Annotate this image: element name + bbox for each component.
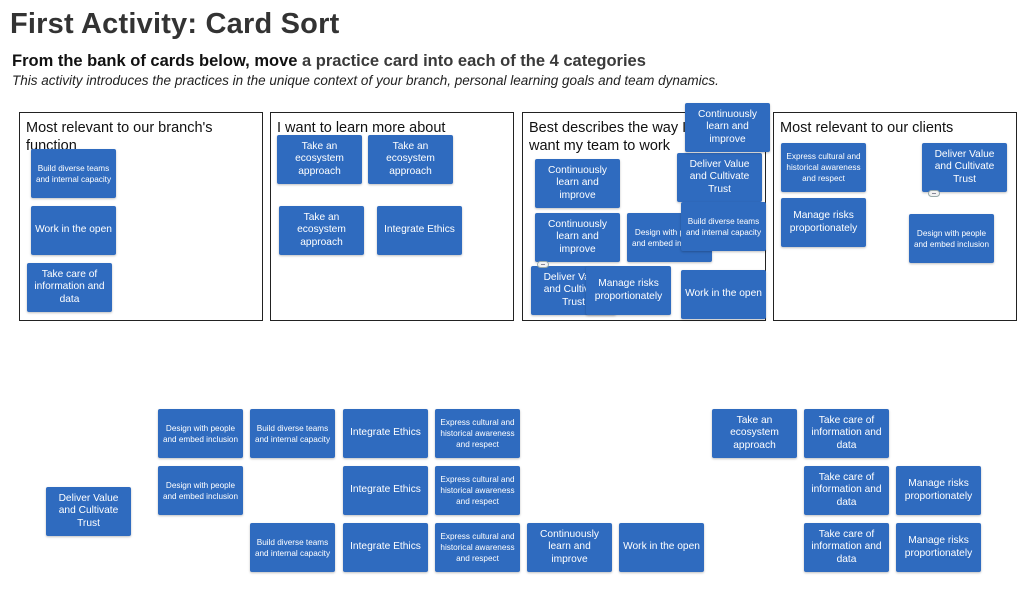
category-title: I want to learn more about <box>277 120 446 136</box>
bank-card[interactable]: Take care of information and data <box>804 523 889 572</box>
practice-card[interactable]: Integrate Ethics <box>377 206 462 255</box>
practice-card[interactable]: Continuously learn and improve <box>535 213 620 262</box>
bank-card[interactable]: Take care of information and data <box>804 409 889 458</box>
practice-card[interactable]: Work in the open <box>31 206 116 255</box>
category-title: Most relevant to our clients <box>780 120 954 136</box>
practice-card[interactable]: Work in the open <box>681 270 766 319</box>
bank-card[interactable]: Take an ecosystem approach <box>712 409 797 458</box>
instructions-lead: From the bank of cards below, move <box>12 52 303 70</box>
bank-card[interactable]: Manage risks proportionately <box>896 466 981 515</box>
drag-handle-icon[interactable] <box>537 261 549 268</box>
bank-card[interactable]: Express cultural and historical awarenes… <box>435 466 520 515</box>
practice-card[interactable]: Deliver Value and Cultivate Trust <box>922 143 1007 192</box>
bank-card[interactable]: Work in the open <box>619 523 704 572</box>
drag-handle-icon[interactable] <box>928 190 940 197</box>
practice-card[interactable]: Design with people and embed inclusion <box>909 214 994 263</box>
bank-card[interactable]: Take care of information and data <box>804 466 889 515</box>
practice-card[interactable]: Take an ecosystem approach <box>277 135 362 184</box>
practice-card[interactable]: Take care of information and data <box>27 263 112 312</box>
category-title: Best describes the way I want my team to… <box>529 120 687 154</box>
bank-card[interactable]: Integrate Ethics <box>343 466 428 515</box>
practice-card[interactable]: Deliver Value and Cultivate Trust <box>677 153 762 202</box>
practice-card[interactable]: Take an ecosystem approach <box>279 206 364 255</box>
instructions: From the bank of cards below, move a pra… <box>12 52 646 71</box>
practice-card[interactable]: Build diverse teams and internal capacit… <box>681 202 766 251</box>
practice-card[interactable]: Manage risks proportionately <box>586 266 671 315</box>
bank-card[interactable]: Continuously learn and improve <box>527 523 612 572</box>
bank-card[interactable]: Deliver Value and Cultivate Trust <box>46 487 131 536</box>
practice-card[interactable]: Express cultural and historical awarenes… <box>781 143 866 192</box>
page-title: First Activity: Card Sort <box>10 8 340 40</box>
practice-card[interactable]: Manage risks proportionately <box>781 198 866 247</box>
bank-card[interactable]: Design with people and embed inclusion <box>158 466 243 515</box>
bank-card[interactable]: Integrate Ethics <box>343 523 428 572</box>
practice-card[interactable]: Continuously learn and improve <box>685 103 770 152</box>
practice-card[interactable]: Take an ecosystem approach <box>368 135 453 184</box>
bank-card[interactable]: Integrate Ethics <box>343 409 428 458</box>
practice-card[interactable]: Continuously learn and improve <box>535 159 620 208</box>
bank-card[interactable]: Manage risks proportionately <box>896 523 981 572</box>
practice-card[interactable]: Build diverse teams and internal capacit… <box>31 149 116 198</box>
instructions-highlight: a practice card into each of the 4 categ… <box>302 52 646 70</box>
activity-description: This activity introduces the practices i… <box>12 73 719 88</box>
bank-card[interactable]: Build diverse teams and internal capacit… <box>250 523 335 572</box>
bank-card[interactable]: Design with people and embed inclusion <box>158 409 243 458</box>
bank-card[interactable]: Express cultural and historical awarenes… <box>435 409 520 458</box>
bank-card[interactable]: Build diverse teams and internal capacit… <box>250 409 335 458</box>
bank-card[interactable]: Express cultural and historical awarenes… <box>435 523 520 572</box>
